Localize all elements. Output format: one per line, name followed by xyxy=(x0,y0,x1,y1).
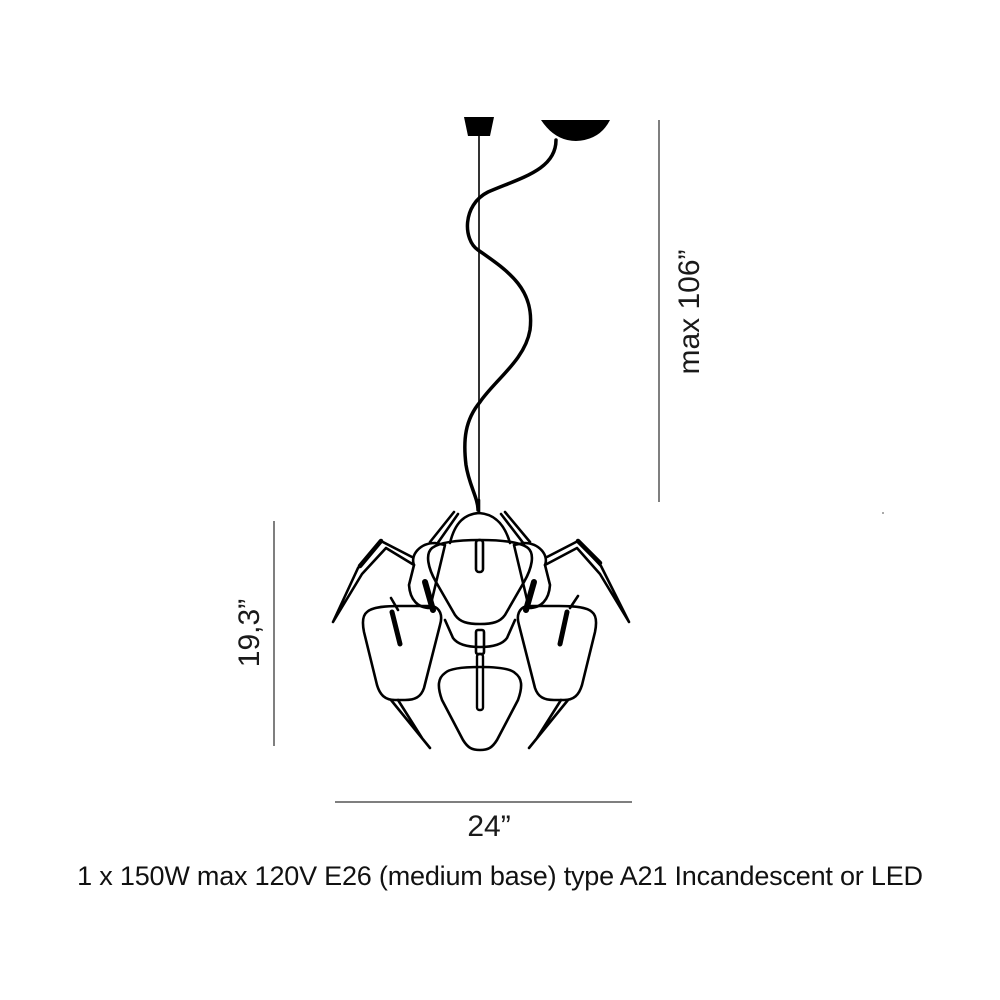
cable-canopy xyxy=(464,117,494,136)
speck-mark xyxy=(882,512,884,514)
overall-height-label: max 106” xyxy=(673,249,706,375)
width-label: 24” xyxy=(467,810,511,843)
bulb-spec-text: 1 x 150W max 120V E26 (medium base) type… xyxy=(77,861,923,891)
power-cord xyxy=(463,138,558,512)
lamp-body xyxy=(331,498,631,752)
power-canopy xyxy=(541,120,610,141)
canopy-group xyxy=(464,117,610,141)
body-height-label: 19,3” xyxy=(233,598,266,668)
